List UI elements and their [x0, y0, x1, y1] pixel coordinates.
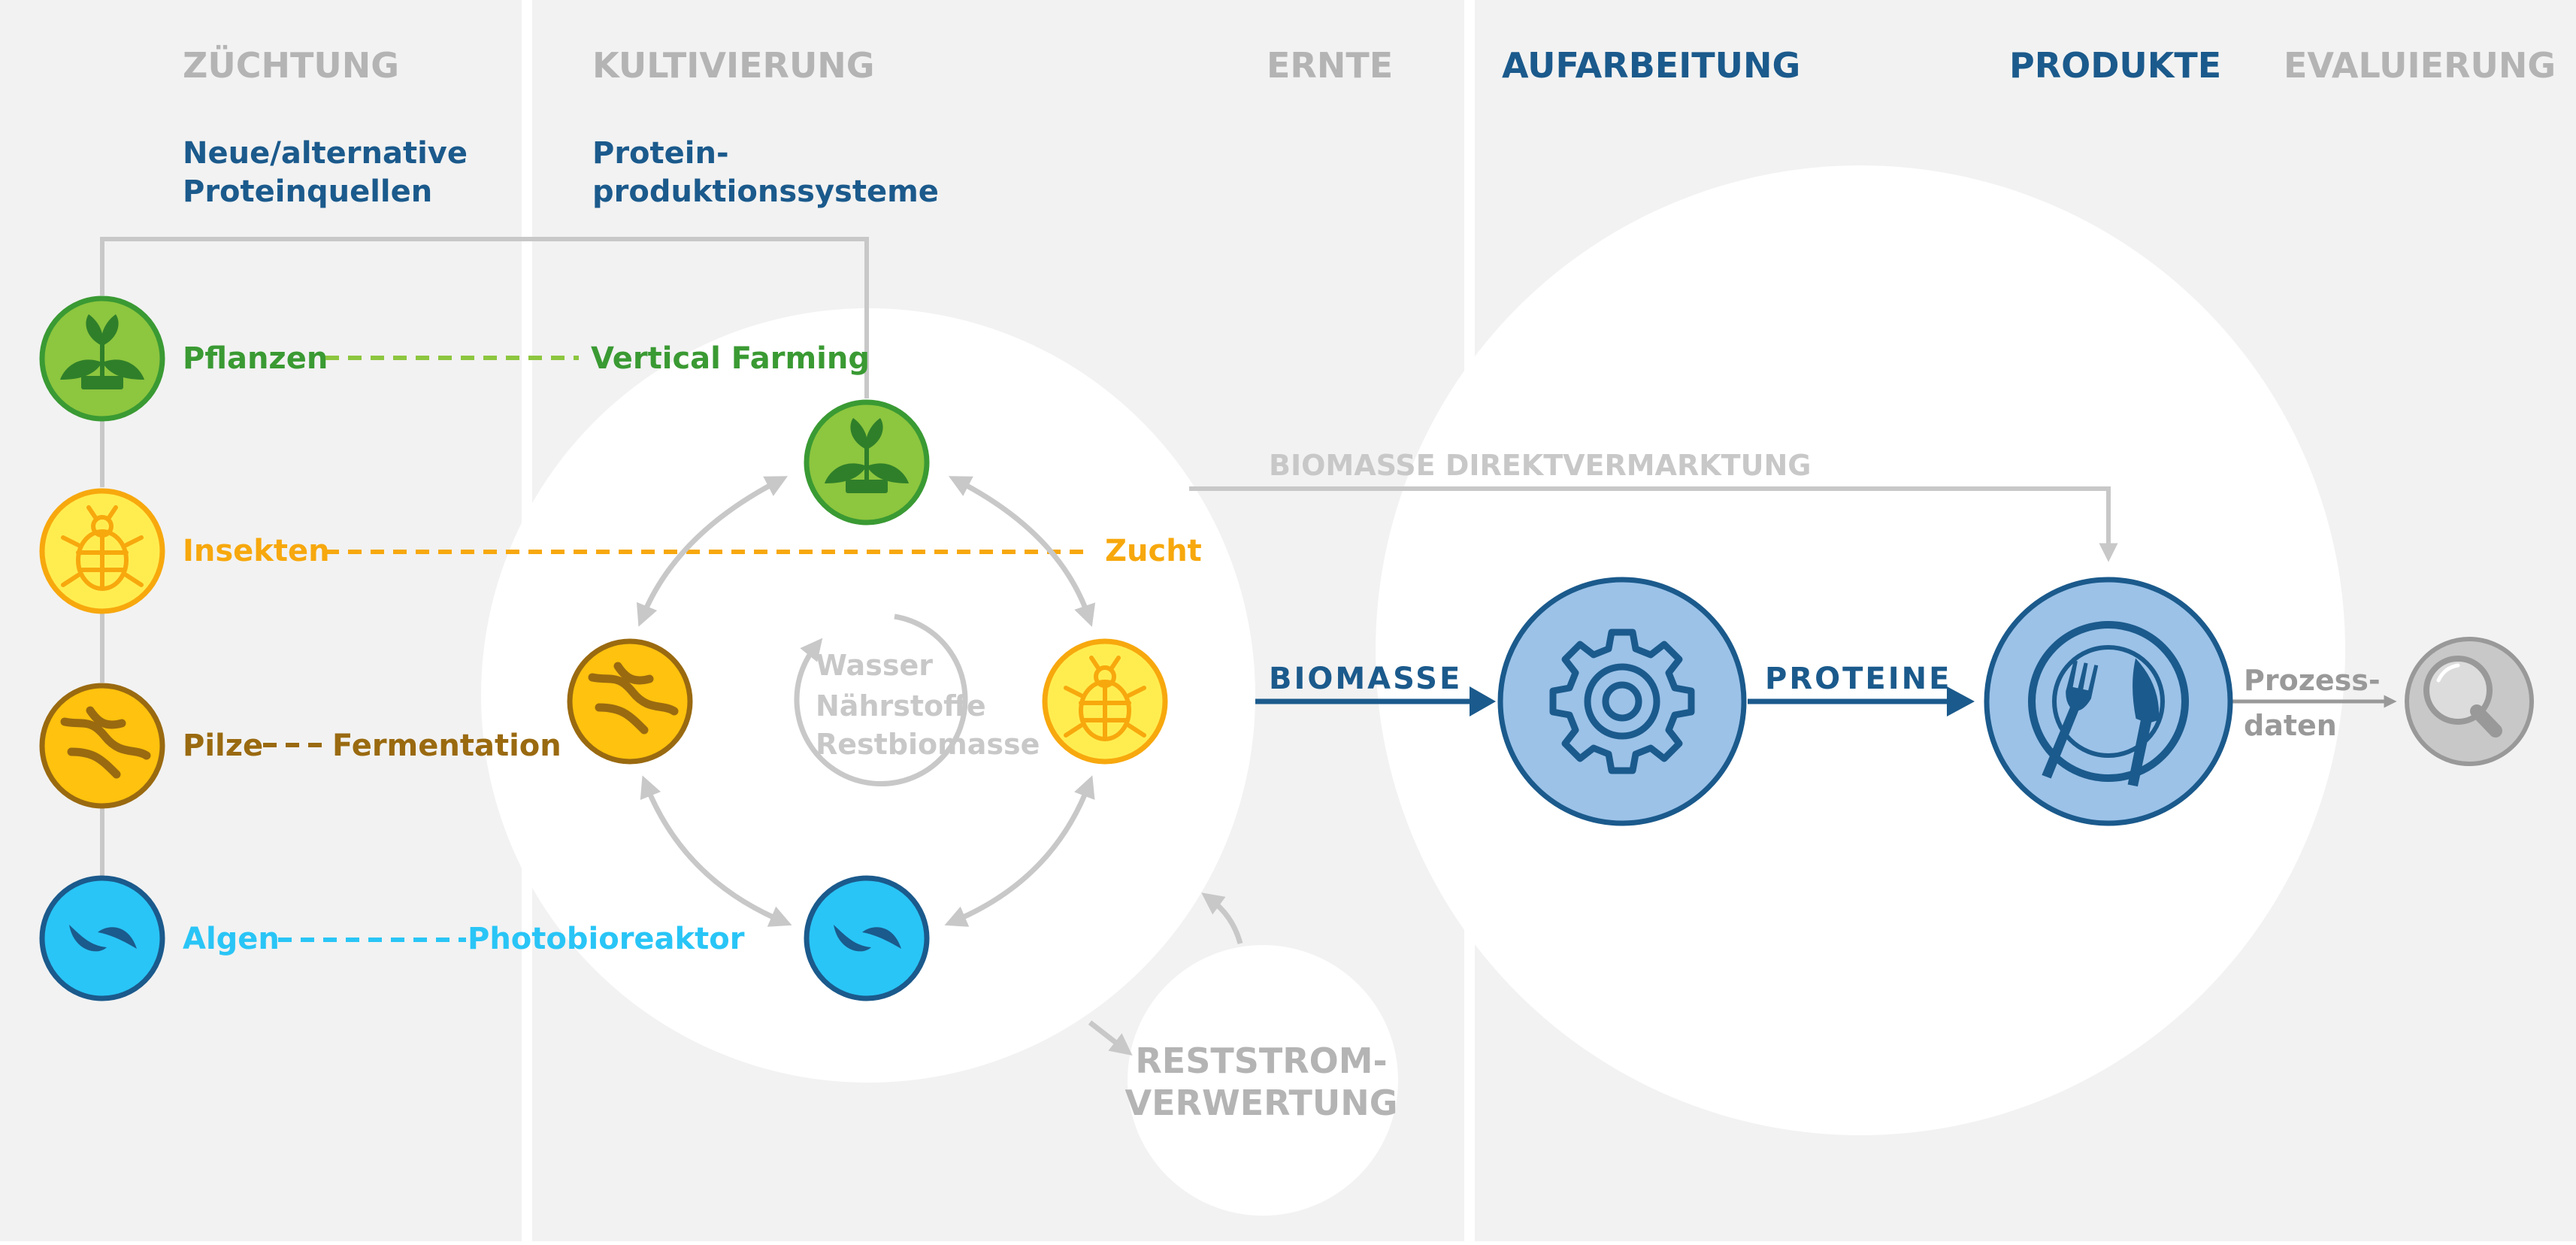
header-ernte: ERNTE: [1267, 45, 1393, 86]
main-flow: BIOMASSE PROTEINE Prozess- daten: [1255, 662, 2397, 742]
subheader-systeme-line2: produktionssysteme: [592, 174, 939, 209]
source-pilze: [39, 683, 165, 809]
label-algen: Algen: [183, 922, 280, 956]
label-insekten: Insekten: [183, 534, 330, 568]
header-aufarbeitung: AUFARBEITUNG: [1502, 45, 1800, 86]
source-insekten: [39, 488, 165, 614]
label-biomasse: BIOMASSE: [1269, 662, 1462, 696]
cycle-arrows: [636, 476, 1243, 1056]
subheader-quellen-line2: Proteinquellen: [183, 174, 432, 209]
header-zuechtung: ZÜCHTUNG: [183, 45, 399, 86]
reststrom-line2: VERWERTUNG: [1125, 1083, 1398, 1123]
evaluierung-node: [2405, 637, 2534, 766]
source-pflanzen: [39, 295, 165, 422]
cycle-pflanzen: [804, 399, 930, 526]
algae-icon: [39, 875, 165, 1001]
produkte-node: [1984, 577, 2233, 826]
label-direktvermarktung: BIOMASSE DIREKTVERMARKTUNG: [1269, 449, 1811, 482]
column-zuechtung: [0, 0, 522, 1241]
center-restbiomasse: Restbiomasse: [816, 728, 1040, 761]
label-photobioreaktor: Photobioreaktor: [468, 922, 745, 956]
subheader-quellen-line1: Neue/alternative: [183, 136, 468, 171]
center-naehrstoffe: Nährstoffe: [816, 689, 986, 722]
label-fermentation: Fermentation: [332, 729, 562, 763]
center-wasser: Wasser: [816, 649, 933, 682]
gear-icon: [1497, 577, 1747, 826]
reststrom-circle: [1128, 945, 1398, 1216]
proteine-arrow-head: [1947, 686, 1975, 716]
label-vertical-farming: Vertical Farming: [591, 341, 870, 376]
cycle-insekten: [1042, 638, 1168, 765]
cycle-pilze: [567, 638, 693, 765]
subheader-systeme-line1: Protein-: [592, 136, 729, 171]
label-zucht: Zucht: [1105, 534, 1202, 568]
label-proteine: PROTEINE: [1765, 662, 1951, 696]
aufarbeitung-node: [1497, 577, 1747, 826]
biomasse-arrow-head: [1470, 686, 1496, 716]
label-prozess-line2: daten: [2244, 709, 2337, 742]
label-pflanzen: Pflanzen: [183, 341, 328, 376]
label-pilze: Pilze: [183, 729, 263, 763]
header-kultivierung: KULTIVIERUNG: [592, 45, 875, 86]
label-prozess-line1: Prozess-: [2244, 664, 2381, 697]
direktvermarktung-arrow: [1189, 486, 2118, 562]
header-evaluierung: EVALUIERUNG: [2284, 45, 2556, 86]
cycle-algen: [804, 875, 930, 1001]
fungi-icon: [39, 683, 165, 809]
source-algen: [39, 875, 165, 1001]
algae-icon: [804, 875, 930, 1001]
processing-circle: [1376, 165, 2345, 1135]
header-produkte: PRODUKTE: [2009, 45, 2221, 86]
fungi-icon: [567, 638, 693, 765]
plate-cutlery-icon: [1984, 577, 2233, 826]
reststrom-line1: RESTSTROM-: [1135, 1041, 1387, 1081]
